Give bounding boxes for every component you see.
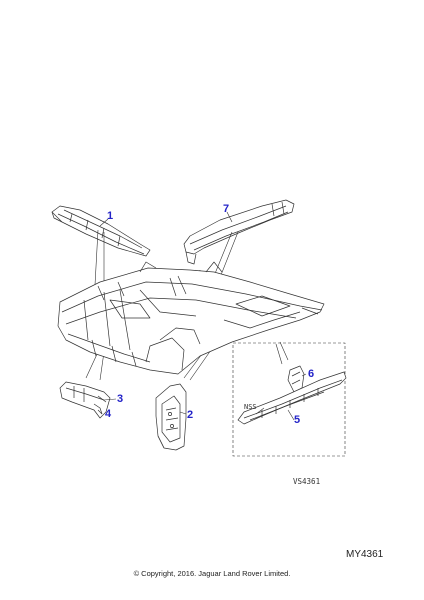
part-7-upper-side-rail [183, 199, 295, 265]
callout-5: 5 [294, 414, 301, 426]
part-5-sill-panel [237, 371, 347, 425]
callout-2: 2 [187, 409, 194, 421]
drawing-code: VS4361 [293, 477, 321, 486]
callout-leaders [97, 211, 307, 421]
callout-4: 4 [105, 408, 112, 420]
body-shell [57, 261, 325, 375]
part-3-4-lower-bracket [59, 381, 111, 419]
nss-label: NSS [244, 403, 257, 411]
callout-6: 6 [308, 368, 315, 380]
callout-3: 3 [117, 393, 124, 405]
sill-group-box [232, 342, 346, 457]
part-2-a-pillar-panel [155, 383, 187, 451]
part-1-front-cross-panel [51, 205, 151, 257]
copyright-notice: © Copyright, 2016. Jaguar Land Rover Lim… [133, 569, 291, 578]
callout-7: 7 [223, 203, 230, 215]
reference-number: MY4361 [346, 549, 384, 560]
callout-1: 1 [107, 210, 114, 222]
